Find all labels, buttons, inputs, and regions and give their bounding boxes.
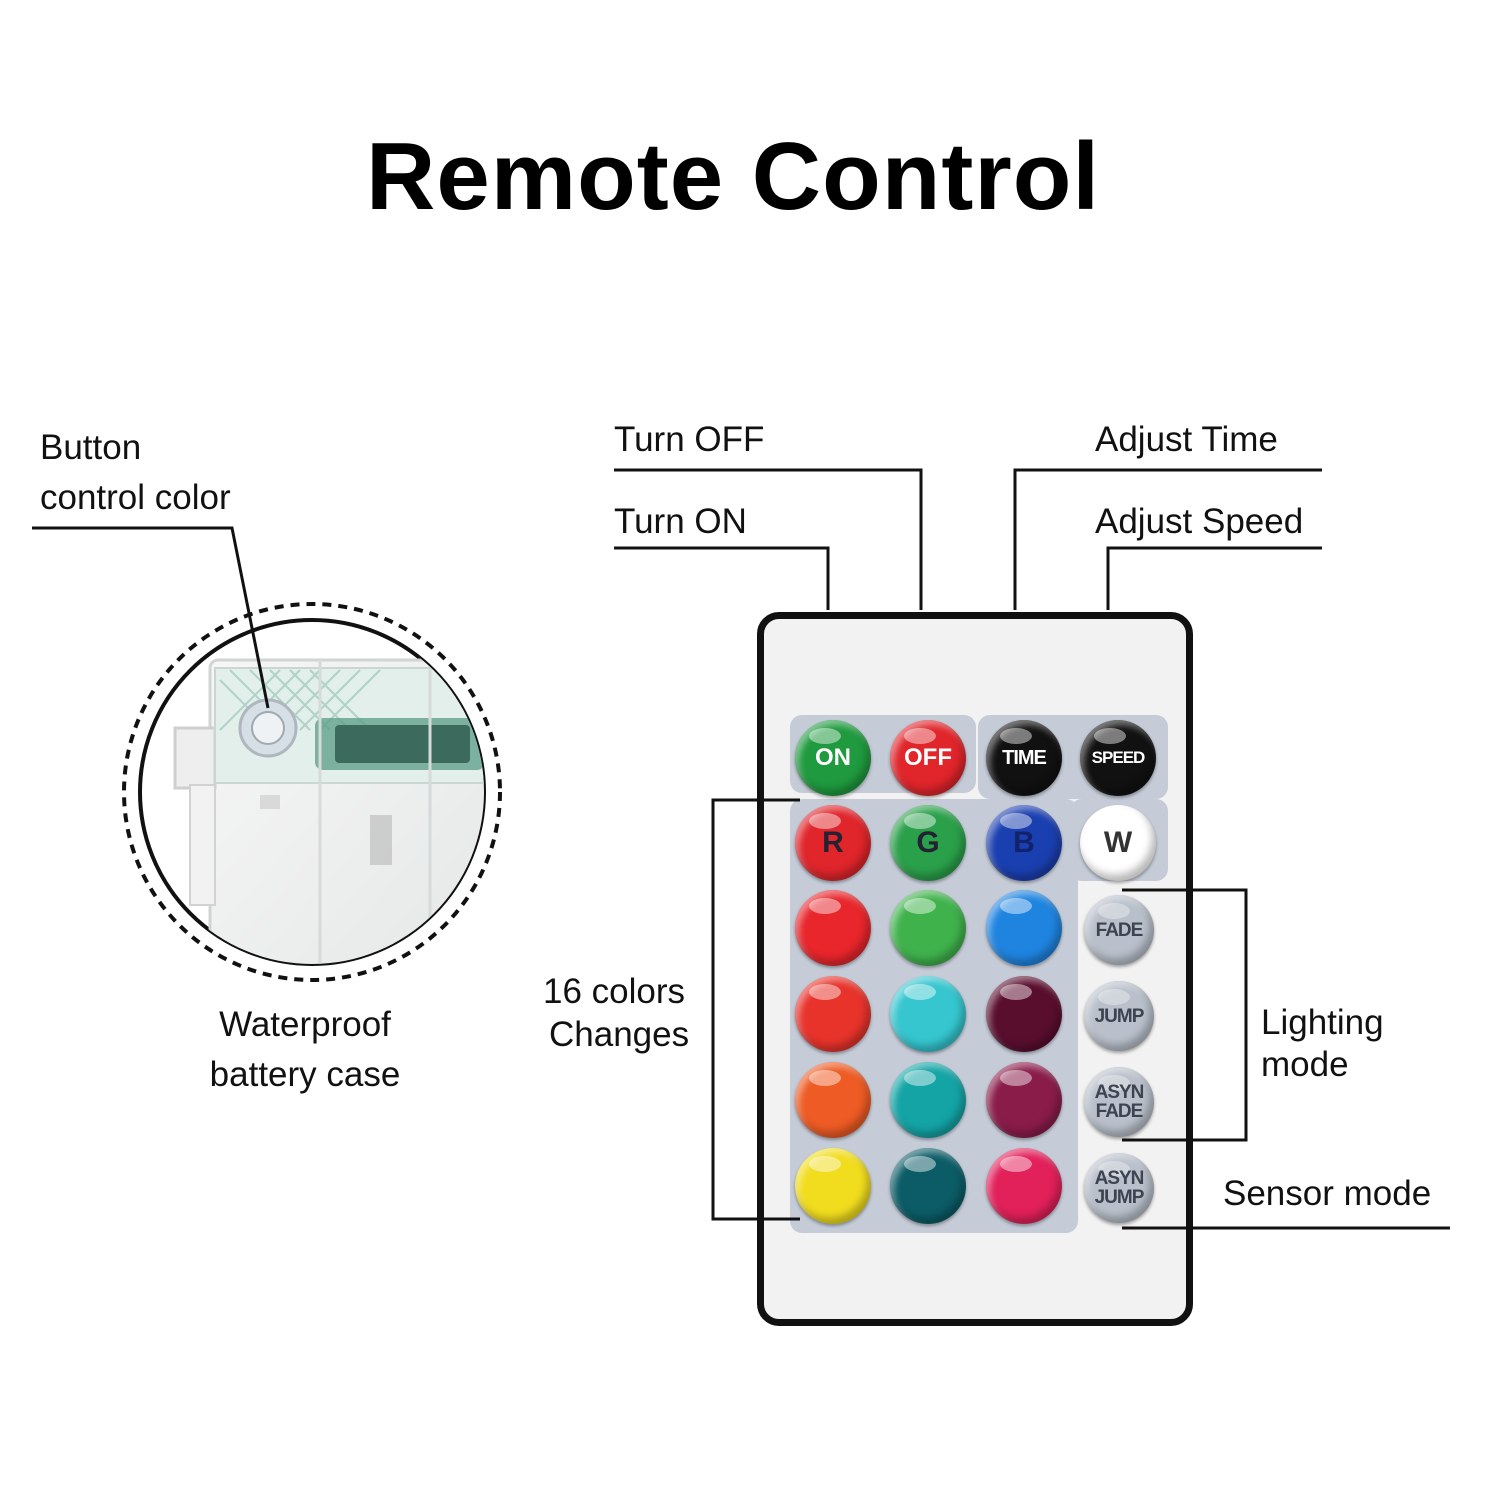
adjust-time-label: Adjust Time: [1095, 420, 1278, 459]
blue-button[interactable]: B: [986, 805, 1062, 881]
color-button-7[interactable]: [795, 1062, 871, 1138]
asyn-fade-button[interactable]: ASYN FADE: [1084, 1067, 1154, 1137]
adjust-speed-leader: [1106, 546, 1322, 610]
asyn-jump-button[interactable]: ASYN JUMP: [1084, 1153, 1154, 1223]
white-button[interactable]: W: [1080, 805, 1156, 881]
fade-button[interactable]: FADE: [1084, 895, 1154, 965]
red-button[interactable]: R: [795, 805, 871, 881]
color-button-10[interactable]: [795, 1148, 871, 1224]
button-control-leader: [32, 526, 270, 709]
colors-bracket: [711, 798, 800, 1221]
color-button-5[interactable]: [890, 976, 966, 1052]
adjust-speed-label: Adjust Speed: [1095, 502, 1304, 541]
on-button[interactable]: ON: [795, 720, 871, 796]
color-button-4[interactable]: [795, 976, 871, 1052]
button-control-label-line2: control color: [40, 478, 231, 517]
lighting-mode-label-line2: mode: [1261, 1045, 1349, 1084]
turn-off-label: Turn OFF: [614, 420, 765, 459]
adjust-time-leader: [1013, 468, 1322, 610]
color-button-6[interactable]: [986, 976, 1062, 1052]
battery-case-label-line1: Waterproof: [219, 1005, 391, 1044]
lighting-mode-bracket: [1122, 888, 1248, 1142]
green-button[interactable]: G: [890, 805, 966, 881]
colors-label-line1: 16 colors: [543, 972, 686, 1011]
battery-case-illustration: [120, 600, 504, 984]
turn-off-leader: [614, 468, 923, 610]
color-button-1[interactable]: [795, 890, 871, 966]
speed-button[interactable]: SPEED: [1080, 720, 1156, 796]
color-button-9[interactable]: [986, 1062, 1062, 1138]
page-title: Remote Control: [366, 123, 1100, 230]
button-control-label-line1: Button: [40, 428, 142, 467]
jump-button[interactable]: JUMP: [1084, 981, 1154, 1051]
color-button-8[interactable]: [890, 1062, 966, 1138]
off-button[interactable]: OFF: [890, 720, 966, 796]
turn-on-label: Turn ON: [614, 502, 747, 541]
turn-on-leader: [614, 546, 830, 610]
color-button-3[interactable]: [986, 890, 1062, 966]
color-button-11[interactable]: [890, 1148, 966, 1224]
lighting-mode-label-line1: Lighting: [1261, 1003, 1384, 1042]
color-button-12[interactable]: [986, 1148, 1062, 1224]
color-button-2[interactable]: [890, 890, 966, 966]
battery-case-label-line2: battery case: [209, 1055, 401, 1094]
sensor-mode-label: Sensor mode: [1223, 1174, 1432, 1213]
time-button[interactable]: TIME: [986, 720, 1062, 796]
colors-label-line2: Changes: [549, 1015, 690, 1054]
